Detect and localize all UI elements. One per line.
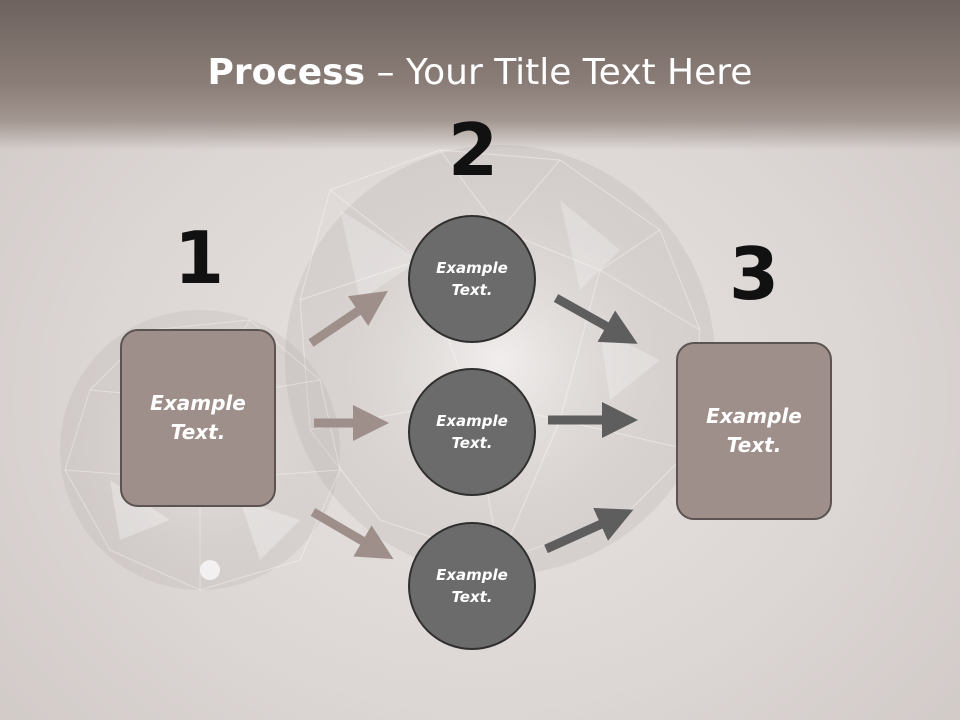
title-bold: Process [207,52,366,93]
step-1-number: 1 [173,216,225,300]
title-rest: – Your Title Text Here [365,52,753,93]
step-2-item-2-label: Example Text. [436,411,508,453]
arrow-1-to-2c [310,508,394,560]
step-2-circle-top: Example Text. [408,215,536,343]
step-1-label: Example Text. [150,391,246,444]
slide-title: Process – Your Title Text Here [0,52,960,93]
arrow-1-to-2a [308,290,388,347]
step-3-number: 3 [728,232,780,316]
step-3-box: Example Text. [676,342,832,520]
step-2-item-3-label: Example Text. [436,565,508,607]
step-2-item-1-label: Example Text. [436,258,508,300]
step-2-circle-bottom: Example Text. [408,522,536,650]
arrow-2a-to-3 [553,294,638,344]
step-3-label: Example Text. [706,404,802,457]
step-2-circle-middle: Example Text. [408,368,536,496]
arrow-2c-to-3 [544,507,634,554]
step-2-number: 2 [447,108,499,192]
step-1-box: Example Text. [120,329,276,507]
header-band [0,0,960,150]
